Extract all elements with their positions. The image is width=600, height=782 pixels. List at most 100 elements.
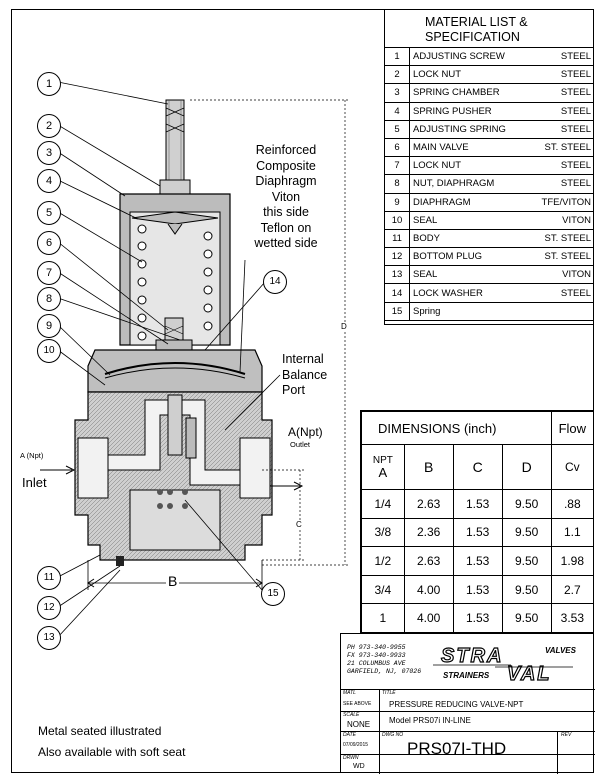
material-item-description: LOCK NUT	[409, 156, 528, 176]
dimension-cell-d: 9.50	[501, 603, 552, 633]
material-item-number: 12	[385, 247, 410, 267]
date-row: DATE 07/09/2015 DWG NO REV	[341, 731, 595, 774]
note-metal-seated: Metal seated illustrated	[38, 724, 162, 738]
dimension-cell-b: 2.63	[403, 489, 454, 519]
material-item-material: STEEL	[527, 174, 594, 194]
svg-text:VAL: VAL	[507, 663, 552, 684]
title-block: PH 973-340-9955 FX 973-340-9933 21 COLUM…	[340, 633, 595, 774]
dimension-cell-d: 9.50	[501, 517, 552, 548]
material-item-number: 9	[385, 193, 410, 212]
material-item-material: TFE/VITON	[527, 193, 594, 212]
callout-6: 6	[37, 231, 61, 255]
title-line-1: PRESSURE REDUCING VALVE-NPT	[389, 700, 524, 709]
dimension-cell-c: 1.53	[452, 574, 503, 605]
material-item-material: ST. STEEL	[527, 138, 594, 158]
material-item-description: DIAPHRAGM	[409, 193, 528, 212]
callout-4: 4	[37, 169, 61, 193]
title-line-2: Model PRS07i IN-LINE	[389, 716, 471, 725]
dimensions-title: DIMENSIONS (inch)	[361, 411, 552, 445]
material-item-number: 8	[385, 174, 410, 194]
material-item-description: SPRING PUSHER	[409, 102, 528, 121]
dimension-cell-cv: 1.98	[550, 546, 595, 576]
dimension-cell-a: 1	[361, 603, 405, 633]
inlet-npt-label: A (Npt)	[20, 451, 44, 460]
stra-val-logo: STRA VAL VALVES STRAINERS	[433, 644, 577, 684]
material-item-material	[527, 302, 594, 321]
dimension-cell-d: 9.50	[501, 489, 552, 519]
material-item-number: 13	[385, 265, 410, 285]
col-c-header: C	[452, 444, 503, 490]
callout-8: 8	[37, 287, 61, 311]
scale-row: SCALE NONE Model PRS07i IN-LINE	[341, 711, 595, 732]
material-item-description: BODY	[409, 229, 528, 249]
diaphragm-note: Reinforced Composite Diaphragm Viton thi…	[254, 143, 318, 250]
valve-cross-section-drawing	[40, 81, 350, 638]
material-item-description: NUT, DIAPHRAGM	[409, 174, 528, 194]
material-item-number: 1	[385, 48, 410, 67]
material-item-number: 10	[385, 211, 410, 230]
outlet-label: A(Npt)	[288, 425, 323, 439]
drawing-number: PRS07I-THD	[407, 739, 507, 758]
material-item-description: BOTTOM PLUG	[409, 247, 528, 267]
dimension-d-label: D	[341, 322, 347, 331]
material-item-description: LOCK NUT	[409, 65, 528, 85]
material-item-number: 7	[385, 156, 410, 176]
dimension-cell-c: 1.53	[452, 603, 503, 633]
dimension-cell-a: 3/4	[361, 574, 405, 605]
material-item-material: VITON	[527, 265, 594, 285]
inlet-label: Inlet	[22, 475, 47, 490]
material-item-description: MAIN VALVE	[409, 138, 528, 158]
dimension-cell-b: 4.00	[403, 603, 454, 633]
material-item-number: 2	[385, 65, 410, 85]
material-item-material: STEEL	[527, 120, 594, 139]
callout-11: 11	[37, 566, 61, 590]
dimension-cell-d: 9.50	[501, 546, 552, 576]
dimension-cell-c: 1.53	[452, 489, 503, 519]
note-soft-seat: Also available with soft seat	[38, 745, 186, 759]
drawing-border	[11, 9, 594, 773]
callout-7: 7	[37, 261, 61, 285]
material-item-material: STEEL	[527, 102, 594, 121]
col-b-header: B	[403, 444, 454, 490]
material-item-description: Spring	[409, 302, 528, 321]
dimension-cell-d: 9.50	[501, 574, 552, 605]
col-d-header: D	[501, 444, 552, 490]
dimension-c-label: C	[296, 520, 302, 529]
dimension-cell-cv: .88	[550, 489, 595, 519]
material-item-material: STEEL	[527, 48, 594, 67]
material-item-description: LOCK WASHER	[409, 283, 528, 303]
material-item-material: ST. STEEL	[527, 229, 594, 249]
material-item-description: SEAL	[409, 211, 528, 230]
material-item-description: ADJUSTING SCREW	[409, 48, 528, 67]
col-cv-header: Cv	[550, 444, 595, 490]
callout-1: 1	[37, 72, 61, 96]
callout-2: 2	[37, 114, 61, 138]
dimension-cell-cv: 2.7	[550, 574, 595, 605]
callout-3: 3	[37, 141, 61, 165]
dimension-cell-a: 1/2	[361, 546, 405, 576]
material-list-title: MATERIAL LIST & SPECIFICATION	[385, 9, 594, 48]
dimension-cell-b: 2.63	[403, 546, 454, 576]
callout-15: 15	[261, 582, 285, 606]
material-item-number: 14	[385, 283, 410, 303]
